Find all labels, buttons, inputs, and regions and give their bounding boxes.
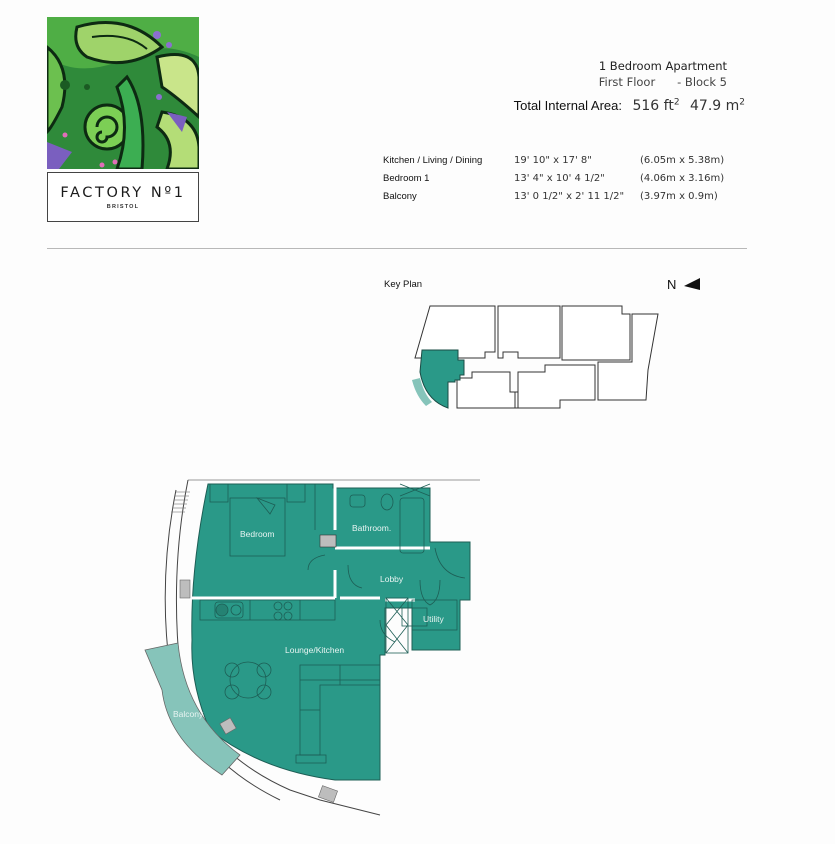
room-metric: (6.05m x 5.38m): [640, 154, 725, 166]
room-dimensions-table: Kitchen / Living / Dining 19' 10" x 17' …: [383, 151, 724, 205]
key-unit: [561, 305, 631, 361]
key-unit: [414, 305, 496, 359]
section-divider: [47, 248, 747, 249]
room-name: Bedroom 1: [383, 172, 430, 184]
room-row: Kitchen / Living / Dining 19' 10" x 17' …: [383, 151, 724, 169]
label-bathroom: Bathroom.: [352, 523, 391, 533]
apartment-floor-block: First Floor - Block 5: [598, 75, 727, 89]
key-unit: [517, 364, 596, 409]
key-unit: [456, 371, 516, 409]
key-unit: [497, 305, 561, 359]
room-name: Kitchen / Living / Dining: [383, 154, 483, 166]
label-bedroom: Bedroom: [240, 529, 275, 539]
key-selected-balcony: [412, 378, 432, 406]
label-lounge-kitchen: Lounge/Kitchen: [285, 645, 344, 655]
north-arrow-icon: [683, 277, 701, 296]
key-selected-unit: [419, 349, 465, 409]
total-internal-area: Total Internal Area: 516 ft2 47.9 m2: [470, 97, 745, 115]
brand-name: FACTORY Nº1: [60, 185, 186, 201]
room-row: Balcony 13' 0 1/2" x 2' 11 1/2" (3.97m x…: [383, 187, 724, 205]
balcony-area: [144, 642, 241, 776]
brand-artwork: [47, 17, 199, 169]
brand-logo: FACTORY Nº1 BRISTOL: [47, 172, 199, 222]
room-imperial: 19' 10" x 17' 8": [514, 154, 592, 166]
key-unit: [597, 313, 659, 401]
key-unit: [514, 391, 519, 409]
room-name: Balcony: [383, 190, 417, 202]
room-row: Bedroom 1 13' 4" x 10' 4 1/2" (4.06m x 3…: [383, 169, 724, 187]
label-lobby: Lobby: [380, 574, 404, 584]
area-label: Total Internal Area:: [513, 98, 623, 113]
unit-floor-area: [191, 483, 471, 781]
brand-location: BRISTOL: [106, 204, 140, 210]
room-metric: (3.97m x 0.9m): [640, 190, 718, 202]
area-sqm: 47.9 m2: [690, 97, 745, 114]
room-imperial: 13' 4" x 10' 4 1/2": [514, 172, 605, 184]
key-plan: [410, 300, 660, 417]
key-plan-title: Key Plan: [384, 279, 423, 290]
label-utility: Utility: [423, 614, 445, 624]
floor-plan: Bedroom Bathroom. Lobby Utility Lounge/K…: [140, 470, 485, 825]
room-imperial: 13' 0 1/2" x 2' 11 1/2": [514, 190, 625, 202]
label-balcony: Balcony: [173, 709, 204, 719]
apartment-type: 1 Bedroom Apartment: [598, 59, 727, 73]
room-metric: (4.06m x 3.16m): [640, 172, 725, 184]
north-label: N: [667, 277, 677, 292]
area-sqft: 516 ft2: [632, 97, 680, 114]
